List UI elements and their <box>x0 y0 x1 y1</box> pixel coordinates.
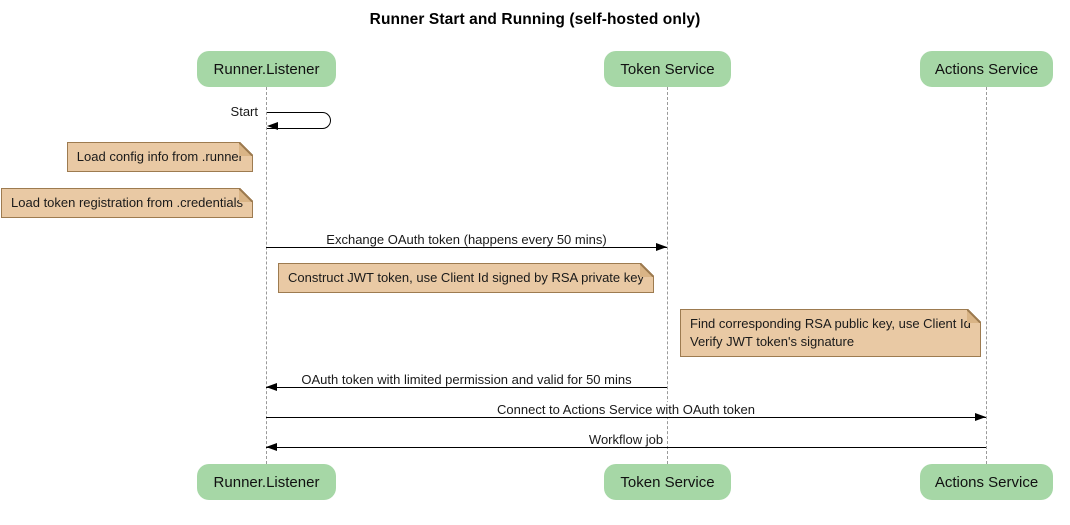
message-connect-actions-label: Connect to Actions Service with OAuth to… <box>266 402 986 417</box>
participant-label: Runner.Listener <box>213 473 320 491</box>
lifeline-runner-listener <box>266 87 267 464</box>
note-text: Construct JWT token, use Client Id signe… <box>288 270 644 285</box>
message-connect-actions-line <box>266 417 986 419</box>
arrowhead-left-icon <box>266 383 277 391</box>
participant-token-service-top: Token Service <box>604 51 731 87</box>
message-oauth-token-label: OAuth token with limited permission and … <box>266 372 667 387</box>
message-workflow-job-line <box>266 447 986 449</box>
arrowhead-right-icon <box>656 243 667 251</box>
arrowhead-left-icon <box>266 443 277 451</box>
arrowhead-right-icon <box>975 413 986 421</box>
participant-label: Actions Service <box>934 60 1039 78</box>
participant-label: Token Service <box>620 60 715 78</box>
note-verify-jwt: Find corresponding RSA public key, use C… <box>680 309 981 357</box>
participant-token-service-bottom: Token Service <box>604 464 731 500</box>
note-load-token-registration: Load token registration from .credential… <box>1 188 253 218</box>
participant-runner-listener-top: Runner.Listener <box>197 51 336 87</box>
note-load-config: Load config info from .runner <box>66 142 254 172</box>
diagram-title: Runner Start and Running (self-hosted on… <box>369 11 701 28</box>
arrowhead-left-icon <box>267 122 278 130</box>
note-text-line1: Find corresponding RSA public key, use C… <box>690 316 971 331</box>
message-exchange-oauth-line <box>266 247 667 249</box>
lifeline-actions-service <box>986 87 987 464</box>
note-construct-jwt: Construct JWT token, use Client Id signe… <box>278 263 654 293</box>
participant-actions-service-top: Actions Service <box>920 51 1053 87</box>
participant-label: Token Service <box>620 473 715 491</box>
lifeline-token-service <box>667 87 668 464</box>
participant-runner-listener-bottom: Runner.Listener <box>197 464 336 500</box>
participant-label: Runner.Listener <box>213 60 320 78</box>
message-start-label: Start <box>230 104 258 119</box>
message-workflow-job-label: Workflow job <box>266 432 986 447</box>
message-start-loop <box>267 112 331 129</box>
note-text-line2: Verify JWT token's signature <box>690 334 855 349</box>
participant-actions-service-bottom: Actions Service <box>920 464 1053 500</box>
message-exchange-oauth-label: Exchange OAuth token (happens every 50 m… <box>266 232 667 247</box>
note-text: Load config info from .runner <box>76 149 243 164</box>
participant-label: Actions Service <box>934 473 1039 491</box>
note-text: Load token registration from .credential… <box>11 195 243 210</box>
message-oauth-token-line <box>266 387 667 389</box>
